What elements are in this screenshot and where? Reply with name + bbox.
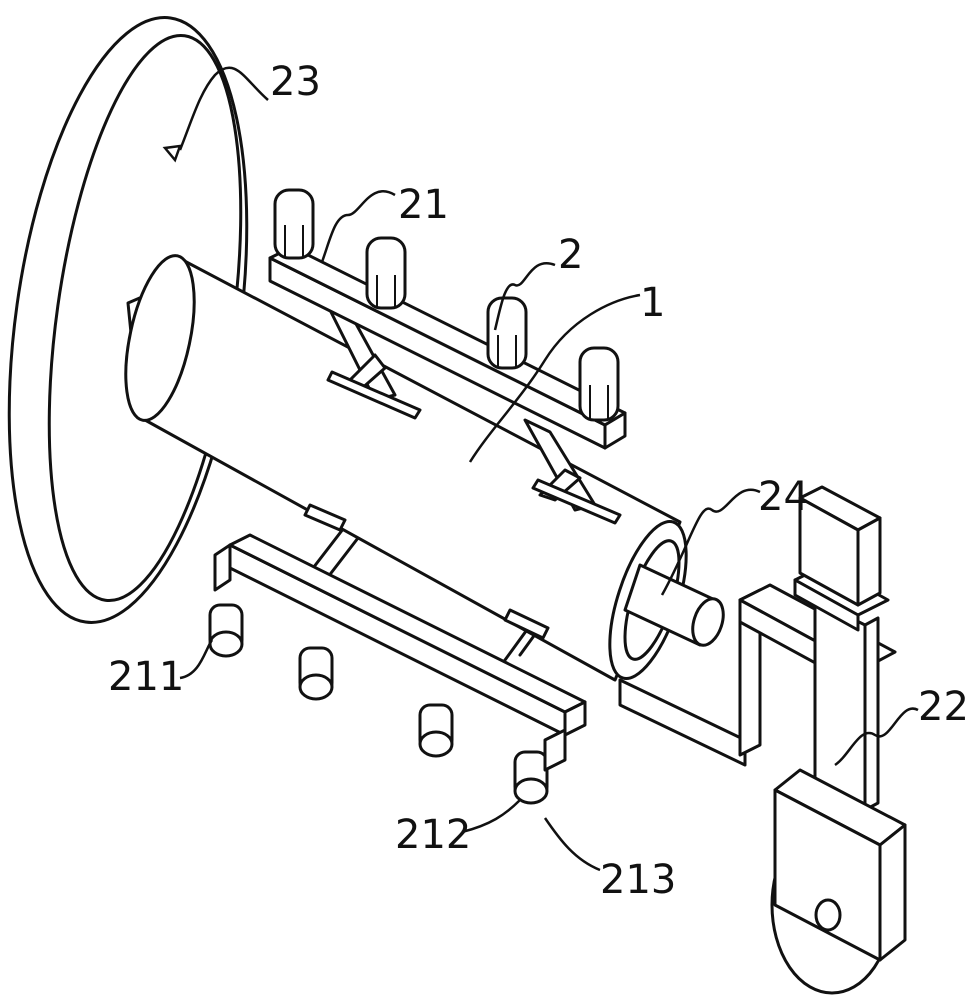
lower-wheel-3 xyxy=(418,703,454,758)
cylinder-1 xyxy=(124,254,688,682)
label-22: 22 xyxy=(918,684,969,730)
caster-22 xyxy=(618,485,907,995)
label-21: 21 xyxy=(398,182,449,228)
lower-bar-assembly xyxy=(208,518,587,805)
label-212: 212 xyxy=(395,812,471,858)
label-23: 23 xyxy=(270,59,321,105)
upper-bar-assembly xyxy=(268,188,627,525)
label-211: 211 xyxy=(108,654,184,700)
lower-wheel-4 xyxy=(513,750,549,805)
upper-wheel-3 xyxy=(486,296,528,370)
label-24: 24 xyxy=(758,474,809,520)
upper-wheel-4 xyxy=(578,346,620,422)
upper-wheel-2 xyxy=(365,236,407,310)
upper-wheel-1 xyxy=(273,188,315,260)
lower-wheel-1 xyxy=(208,603,244,658)
reference-labels: 23 21 2 1 24 22 211 212 213 xyxy=(108,59,969,903)
leader-lines xyxy=(162,66,919,872)
label-213: 213 xyxy=(600,857,676,903)
shaft-24 xyxy=(623,563,725,647)
lower-wheel-2 xyxy=(298,646,334,701)
label-1: 1 xyxy=(640,280,665,326)
label-2: 2 xyxy=(558,232,583,278)
